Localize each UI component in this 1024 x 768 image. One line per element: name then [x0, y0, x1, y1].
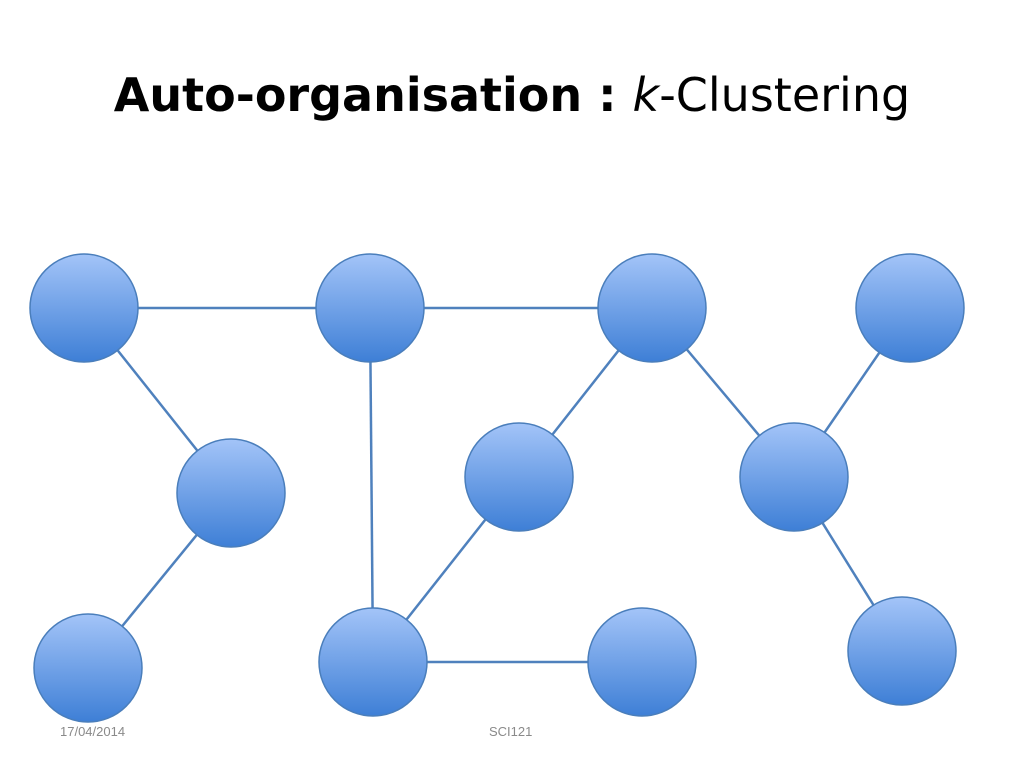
node-n5: [176, 438, 286, 548]
node-n1: [29, 253, 139, 363]
node-n10: [318, 607, 428, 717]
edge-n2-n10: [368, 307, 375, 663]
footer-date: 17/04/2014: [60, 724, 126, 739]
title-normal-part: -Clustering: [659, 68, 911, 122]
node-n2: [315, 253, 425, 363]
footer-course-code: SCI121: [489, 724, 533, 739]
nodes-layer: [29, 253, 965, 723]
title-italic-part: k: [632, 68, 660, 122]
node-n9: [33, 613, 143, 723]
node-n11: [587, 607, 697, 717]
node-n3: [597, 253, 707, 363]
node-n12: [847, 596, 957, 706]
title-bold-part: Auto-organisation :: [113, 68, 633, 122]
slide-title: Auto-organisation : k-Clustering: [0, 62, 1024, 128]
node-n7: [739, 422, 849, 532]
node-n4: [855, 253, 965, 363]
node-n6: [464, 422, 574, 532]
